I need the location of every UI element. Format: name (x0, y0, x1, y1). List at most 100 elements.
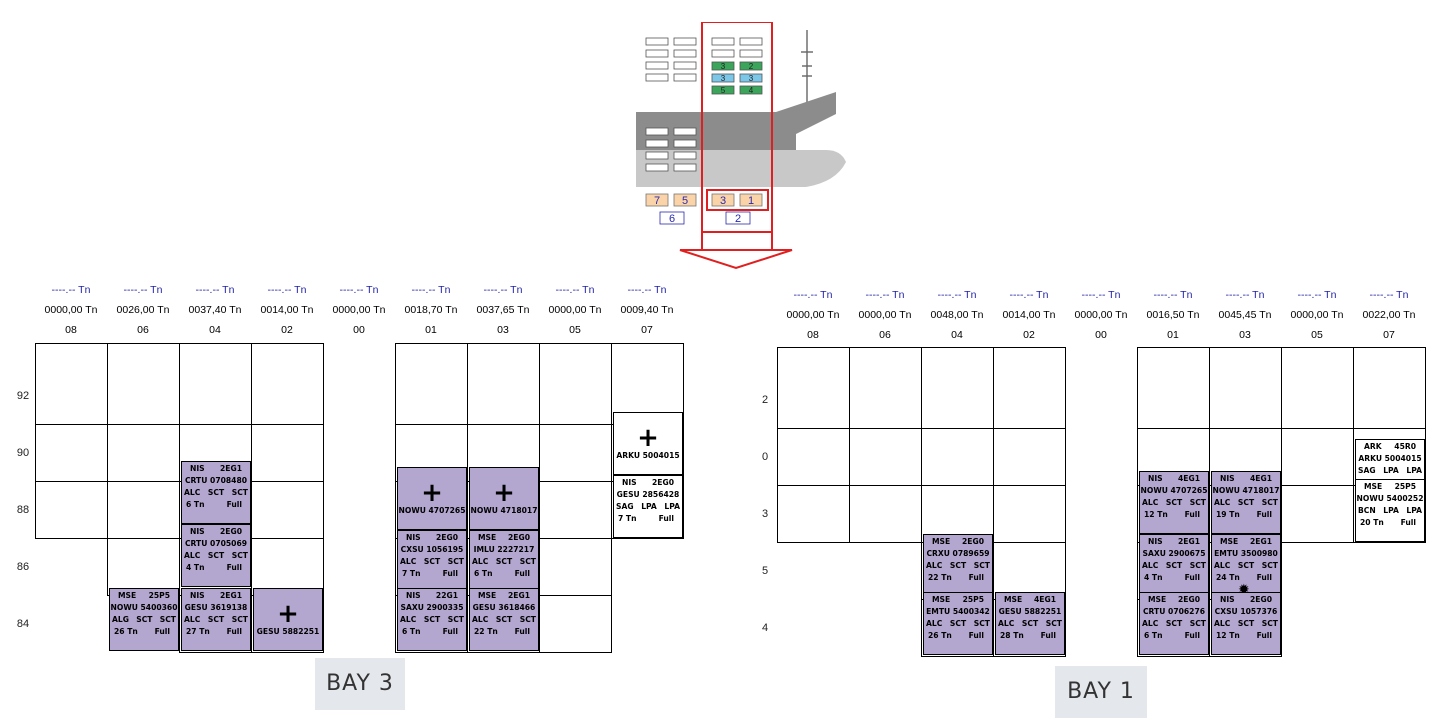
add-icon[interactable]: + (277, 598, 299, 629)
slot-cell[interactable] (993, 485, 1066, 543)
slot-cell[interactable] (849, 347, 922, 429)
slot-cell[interactable] (251, 424, 324, 482)
container-arku-5004015[interactable]: +ARKU 5004015 (613, 412, 683, 475)
slot-cell[interactable] (539, 424, 612, 482)
slot-cell[interactable] (1137, 347, 1210, 429)
slot-cell[interactable] (849, 428, 922, 486)
stack-slot-label: 4 (749, 86, 754, 95)
container-port: SCT (973, 619, 990, 628)
add-icon[interactable]: + (493, 477, 515, 508)
column-max-weight: ----.-- Tn (1225, 289, 1265, 301)
container-operator: MSE (1220, 537, 1239, 546)
slot-cell[interactable] (993, 347, 1066, 429)
slot-cell[interactable] (1353, 347, 1426, 429)
tier-label: 5 (761, 565, 769, 577)
slot-cell[interactable] (107, 343, 180, 425)
slot-cell[interactable] (107, 424, 180, 482)
slot-cell[interactable] (539, 595, 612, 653)
container-id: CRTU 0708480 (184, 476, 248, 485)
hold-bay-1[interactable] (739, 193, 763, 207)
slot-cell[interactable] (1209, 347, 1282, 429)
add-icon[interactable]: + (637, 422, 659, 453)
slot-cell[interactable] (467, 343, 540, 425)
container-id: CRTU 0706276 (1142, 607, 1206, 616)
container-operator: MSE (478, 533, 497, 542)
column-weight: 0014,00 Tn (260, 304, 314, 316)
slot-cell[interactable] (251, 343, 324, 425)
container-port: SCT (207, 615, 225, 624)
bay-title: BAY 1 (1055, 666, 1147, 718)
container-port: SCT (447, 615, 464, 624)
container-port: ALC (1214, 619, 1231, 628)
slot-cell[interactable] (395, 343, 468, 425)
stack-slot (711, 61, 735, 71)
container-iso-type: 2EG1 (1178, 537, 1200, 546)
slot-cell[interactable] (777, 428, 850, 486)
slot-cell[interactable] (179, 343, 252, 425)
add-icon[interactable]: + (421, 477, 443, 508)
container-gesu-5882251[interactable]: +GESU 5882251 (253, 588, 323, 651)
slot-cell[interactable] (107, 481, 180, 539)
container-nowu-4707265[interactable]: +NOWU 4707265 (397, 467, 467, 530)
slot-cell[interactable] (35, 481, 108, 539)
slot-cell[interactable] (539, 481, 612, 539)
slot-cell[interactable] (35, 424, 108, 482)
hold-bay-7[interactable] (645, 193, 669, 207)
container-port: SCT (1021, 619, 1039, 628)
container-port: SCT (136, 615, 153, 624)
slot-cell[interactable] (539, 538, 612, 596)
slot-cell[interactable] (611, 343, 684, 425)
container-nowu-4718017[interactable]: +NOWU 4718017 (469, 467, 539, 530)
hold-bay-5[interactable] (673, 193, 697, 207)
slot-cell[interactable] (1281, 347, 1354, 429)
slot-cell[interactable] (777, 347, 850, 429)
container-weight: 26 Tn (928, 631, 952, 640)
slot-cell[interactable] (1281, 428, 1354, 486)
column-weight: 0000,00 Tn (44, 304, 98, 316)
slot-cell[interactable] (1281, 485, 1354, 543)
slot-cell[interactable] (921, 347, 994, 429)
slot-cell[interactable] (849, 485, 922, 543)
hold-bay-3[interactable] (711, 193, 735, 207)
slot-cell[interactable] (107, 538, 180, 596)
slot-cell[interactable] (539, 343, 612, 425)
slot-cell[interactable] (921, 428, 994, 486)
slot-cell[interactable] (993, 428, 1066, 486)
slot-cell[interactable] (251, 481, 324, 539)
slot-cell[interactable] (35, 343, 108, 425)
slot-cell[interactable] (777, 485, 850, 543)
container-id: GESU 5882251 (256, 626, 320, 636)
container-iso-type: 22G1 (435, 591, 458, 600)
container-port: ALC (184, 551, 201, 560)
column-max-weight: ----.-- Tn (195, 284, 235, 296)
slot-cell[interactable] (921, 485, 994, 543)
container-id: GESU 2856428 (616, 490, 680, 499)
column-max-weight: ----.-- Tn (267, 284, 307, 296)
